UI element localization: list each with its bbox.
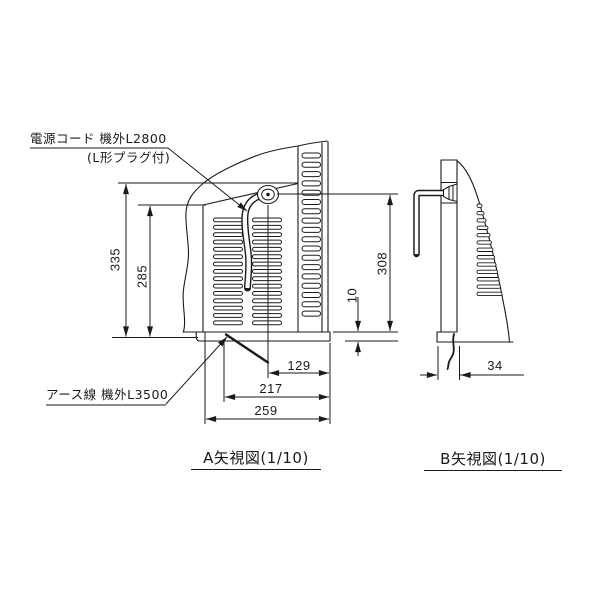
view-a-caption: A矢視図(1/10) [191,447,321,470]
dim-text-335: 335 [107,247,123,272]
dim-text-10: 10 [344,287,360,304]
dim-text-217: 217 [259,381,283,396]
dim-text-308: 308 [374,251,390,276]
dim-text-34: 34 [487,358,503,373]
dimension-lines [30,147,524,424]
view-b-power-cord [413,183,458,258]
view-b-caption: B矢視図(1/10) [424,448,562,471]
power-cord-label: 電源コード 機外L2800 [30,131,167,146]
view-b-earth-wire [446,333,455,370]
dim-text-129: 129 [287,358,311,373]
view-a-power-cord [241,184,280,292]
earth-wire-label: アース線 機外L3500 [46,387,169,402]
view-b-vent-slots [476,203,503,297]
view-a-vent-slots-column [301,152,321,317]
view-a-earth-wire [224,333,270,364]
dim-text-259: 259 [254,403,278,418]
view-a-vent-slots-panel [213,217,282,326]
plug-note-label: (L形プラグ付) [87,150,171,165]
power-cord-leader [167,147,248,212]
dim-text-285: 285 [134,264,150,289]
earth-wire-leader [165,336,228,405]
view-a-body-outline [182,140,331,342]
